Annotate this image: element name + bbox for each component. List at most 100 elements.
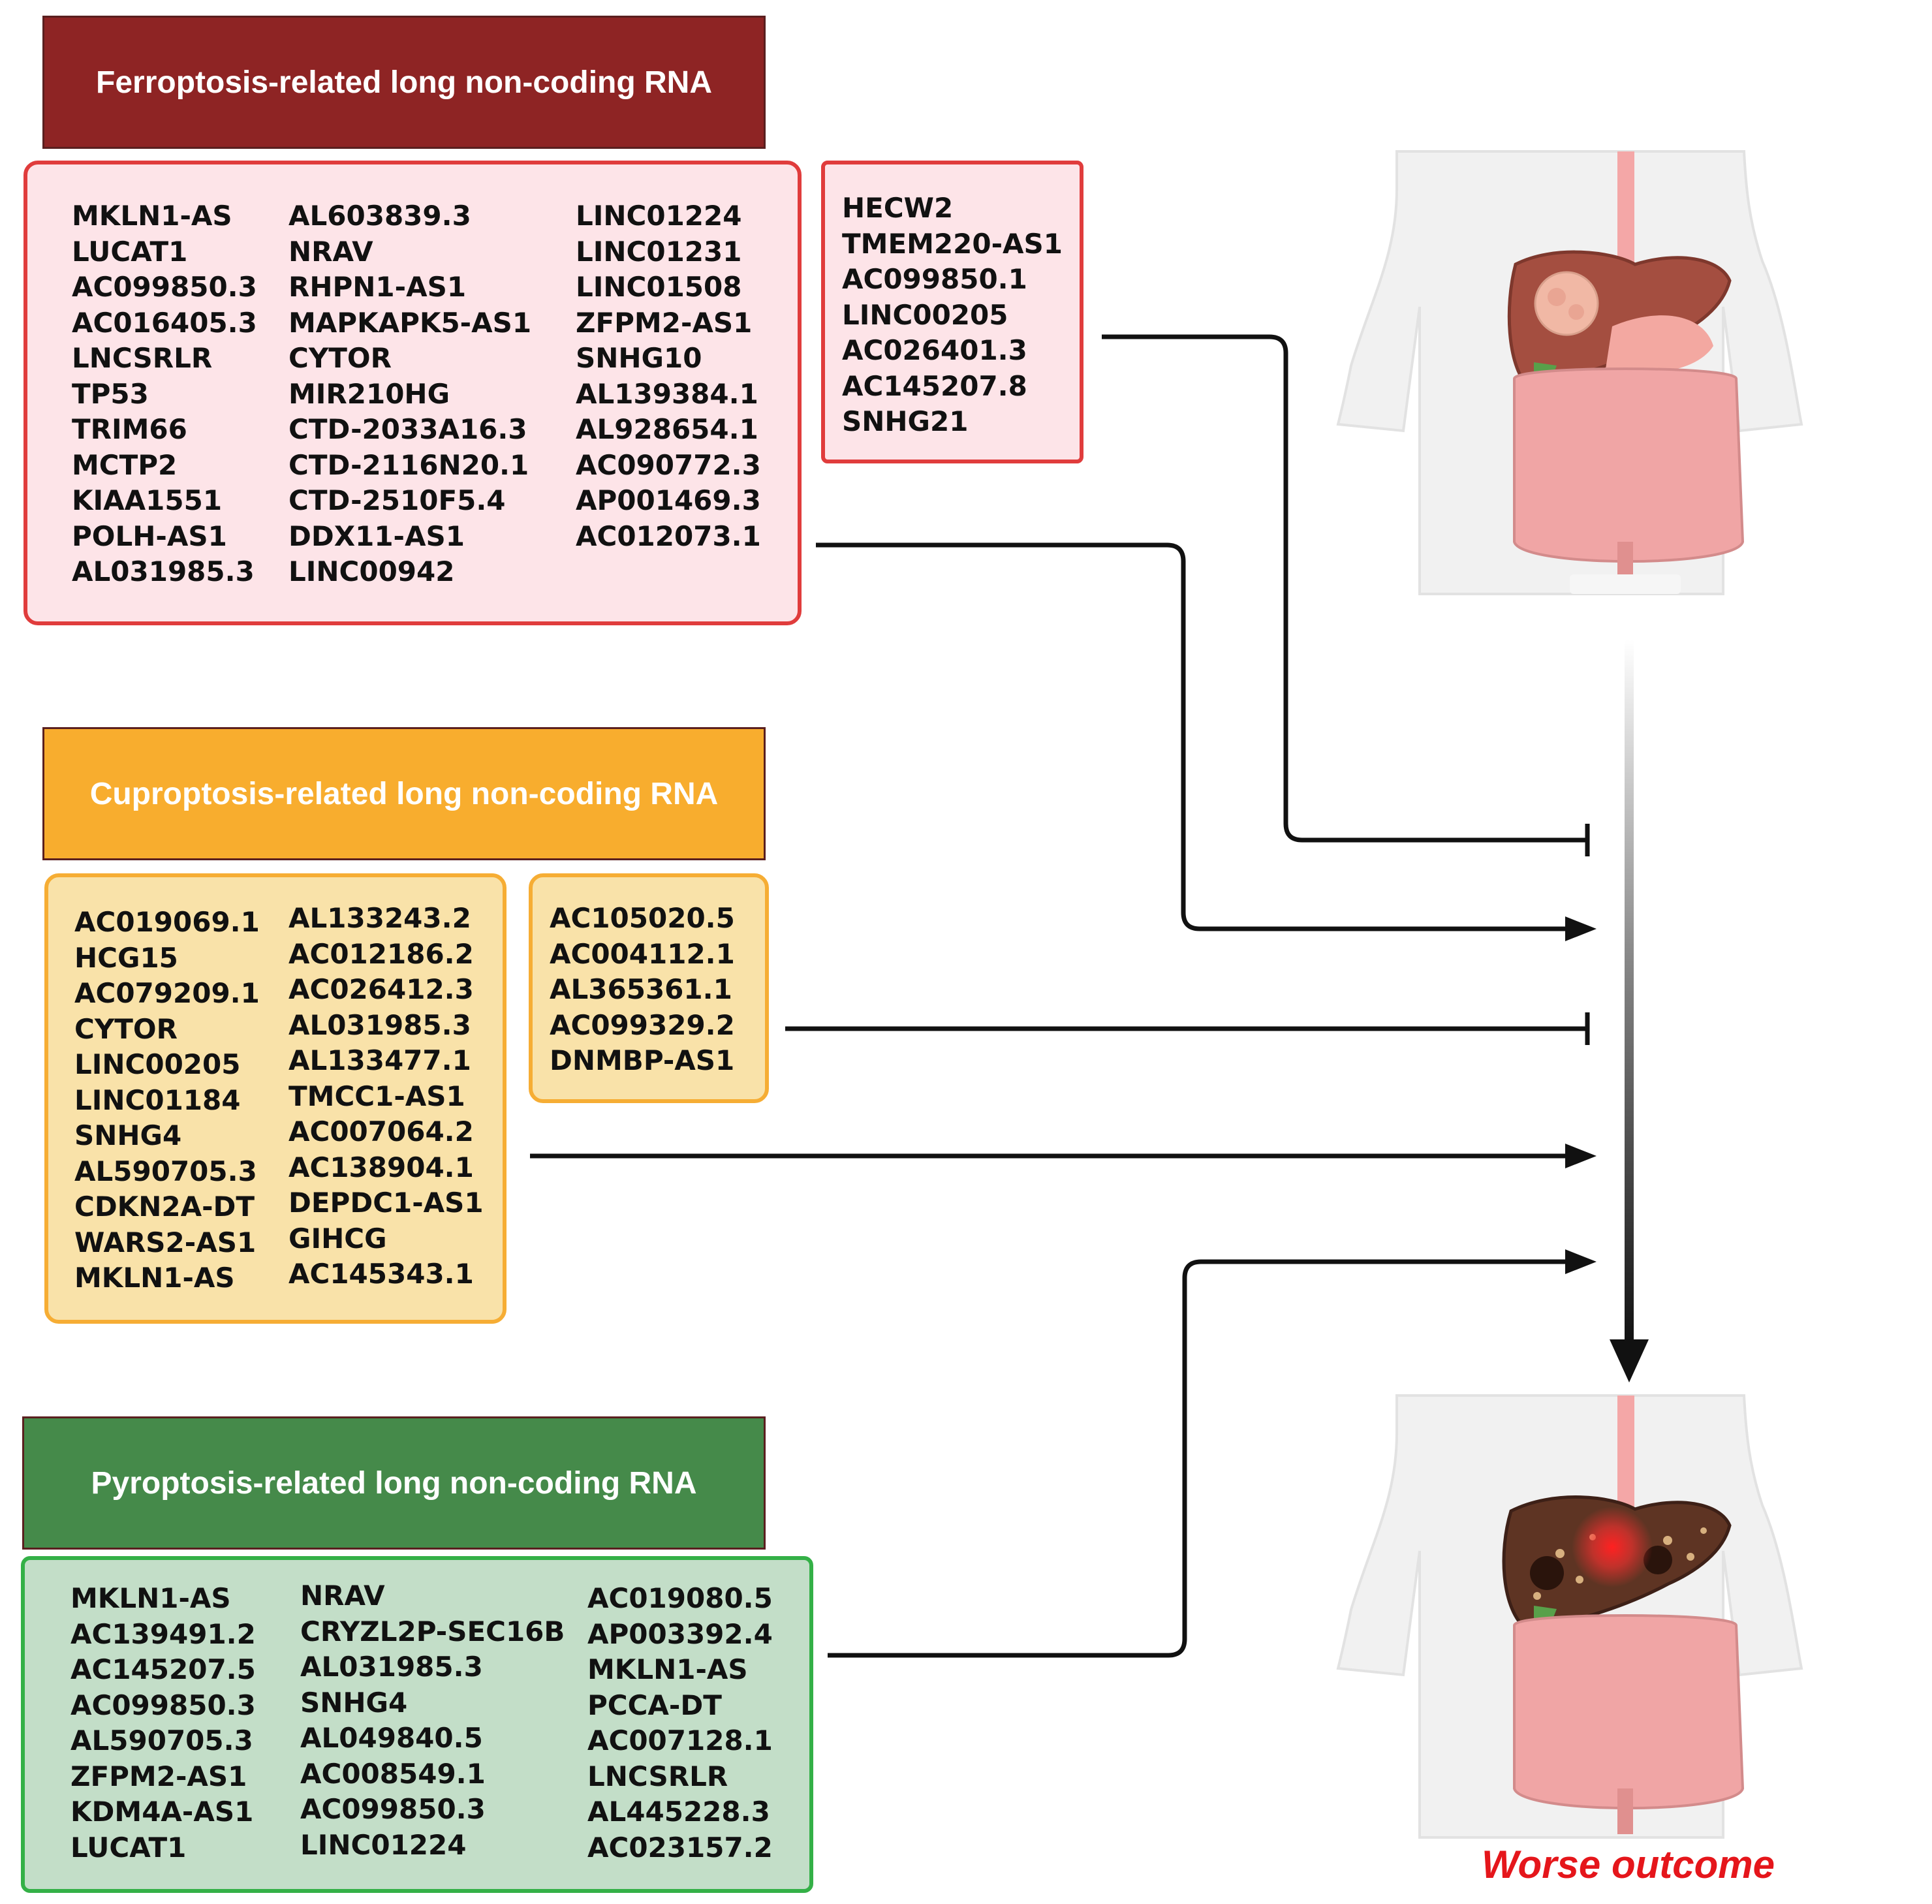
lncrna-label: AL603839.3 (288, 200, 471, 232)
lncrna-label: AL139384.1 (576, 377, 758, 410)
lncrna-label: LINC01224 (300, 1828, 467, 1861)
lncrna-label: AL031985.3 (288, 1008, 471, 1041)
lncrna-label: LUCAT1 (70, 1831, 187, 1864)
lncrna-label: AC138904.1 (288, 1151, 474, 1183)
lncrna-label: SNHG4 (74, 1119, 182, 1151)
progression-arrow (1610, 640, 1649, 1382)
connector-pyroptosis-promote (828, 1259, 1570, 1658)
worse-outcome-label: Worse outcome (1482, 1843, 1775, 1886)
lncrna-label: AC099850.3 (70, 1689, 256, 1721)
ferroptosis-col-3: LINC01224 LINC01231 LINC01508 ZFPM2-AS1 … (576, 198, 761, 554)
lncrna-label: CYTOR (288, 342, 392, 374)
pyroptosis-col-2: NRAV CRYZL2P-SEC16B AL031985.3 SNHG4 AL0… (300, 1578, 565, 1863)
lncrna-label: ZFPM2-AS1 (70, 1760, 247, 1792)
cuproptosis-main-box: AC019069.1 HCG15 AC079209.1 CYTOR LINC00… (44, 873, 506, 1324)
lncrna-label: MKLN1-AS (74, 1262, 235, 1294)
lncrna-label: DNMBP-AS1 (550, 1044, 735, 1076)
lncrna-label: AC099850.3 (300, 1793, 486, 1825)
arrowhead (1565, 916, 1597, 941)
lncrna-label: WARS2-AS1 (74, 1226, 257, 1258)
lncrna-label: AL590705.3 (74, 1155, 257, 1187)
lncrna-label: NRAV (300, 1580, 385, 1612)
lncrna-label: LINC00205 (74, 1048, 241, 1080)
lncrna-label: LINC00205 (842, 298, 1008, 331)
lncrna-label: AC105020.5 (550, 902, 735, 934)
lncrna-label: SNHG10 (576, 342, 702, 374)
lncrna-label: DDX11-AS1 (288, 520, 465, 552)
ferroptosis-header-label: Ferroptosis-related long non-coding RNA (96, 65, 712, 100)
healthy-body-icon (1336, 150, 1803, 595)
lncrna-label: MKLN1-AS (72, 200, 232, 232)
lncrna-label: AL928654.1 (576, 413, 758, 445)
pyroptosis-col-1: MKLN1-AS AC139491.2 AC145207.5 AC099850.… (70, 1581, 256, 1865)
lncrna-label: LINC01184 (74, 1084, 241, 1116)
pyroptosis-col-3: AC019080.5 AP003392.4 MKLN1-AS PCCA-DT A… (587, 1581, 773, 1865)
cuproptosis-side-box: AC105020.5 AC004112.1 AL365361.1 AC09932… (529, 873, 769, 1103)
cuproptosis-header-label: Cuproptosis-related long non-coding RNA (89, 776, 719, 811)
lncrna-label: NRAV (288, 235, 373, 268)
lncrna-label: AC007128.1 (587, 1725, 773, 1756)
ferroptosis-col-1: MKLN1-AS LUCAT1 AC099850.3 AC016405.3 LN… (72, 198, 257, 590)
lncrna-label: AL049840.5 (300, 1722, 483, 1754)
lncrna-label: AC019069.1 (74, 906, 260, 938)
lncrna-label: TP53 (72, 377, 149, 410)
lncrna-label: AC023157.2 (587, 1831, 773, 1864)
lncrna-label: HECW2 (842, 192, 954, 224)
pyroptosis-header-label: Pyroptosis-related long non-coding RNA (91, 1465, 697, 1501)
lncrna-label: AC026401.3 (842, 334, 1027, 366)
pyroptosis-main-box: MKLN1-AS AC139491.2 AC145207.5 AC099850.… (21, 1556, 813, 1893)
connector-ferroptosis-main-promote (816, 542, 1570, 931)
lncrna-label: AC012186.2 (288, 937, 474, 970)
lncrna-label: MCTP2 (72, 448, 178, 481)
lncrna-label: AL133243.2 (288, 902, 471, 934)
lncrna-label: AL031985.3 (72, 555, 255, 587)
lncrna-label: LINC00942 (288, 555, 455, 587)
lncrna-label: MKLN1-AS (70, 1582, 231, 1614)
connector-lines (530, 334, 1590, 1658)
lncrna-label: LUCAT1 (72, 235, 188, 268)
lncrna-label: CYTOR (74, 1012, 178, 1045)
lncrna-label: TMEM220-AS1 (842, 227, 1063, 260)
lncrna-label: HCG15 (74, 941, 178, 974)
lncrna-label: POLH-AS1 (72, 520, 227, 552)
cuproptosis-col-1: AC019069.1 HCG15 AC079209.1 CYTOR LINC00… (74, 905, 260, 1296)
lncrna-label: AC099850.1 (842, 263, 1027, 295)
lncrna-label: AC139491.2 (70, 1617, 256, 1650)
arrowhead (1565, 1249, 1597, 1274)
lncrna-label: GIHCG (288, 1222, 387, 1255)
lncrna-label: DEPDC1-AS1 (288, 1187, 484, 1219)
connector-ferroptosis-side-inhibit (1102, 334, 1587, 843)
lncrna-label: AC007064.2 (288, 1116, 474, 1147)
lncrna-label: CRYZL2P-SEC16B (300, 1615, 565, 1647)
lncrna-label: AP003392.4 (587, 1617, 773, 1650)
lncrna-label: AL031985.3 (300, 1651, 483, 1683)
lncrna-label: LINC01224 (576, 200, 742, 232)
ferroptosis-side-box: HECW2 TMEM220-AS1 AC099850.1 LINC00205 A… (821, 161, 1083, 463)
diseased-body-icon (1336, 1394, 1803, 1839)
lncrna-label: LINC01508 (576, 271, 742, 303)
lncrna-label: AC099329.2 (550, 1008, 735, 1041)
lncrna-label: AL133477.1 (288, 1044, 471, 1076)
lncrna-label: RHPN1-AS1 (288, 271, 467, 303)
lncrna-label: AC145207.5 (70, 1653, 256, 1685)
lncrna-label: AP001469.3 (576, 484, 761, 516)
cuproptosis-header: Cuproptosis-related long non-coding RNA (42, 727, 766, 860)
lncrna-label: CTD-2510F5.4 (288, 484, 506, 516)
lncrna-label: AL445228.3 (587, 1796, 770, 1828)
lncrna-label: KIAA1551 (72, 484, 223, 516)
lncrna-label: AL590705.3 (70, 1725, 253, 1756)
cuproptosis-side-col: AC105020.5 AC004112.1 AL365361.1 AC09932… (550, 901, 735, 1079)
lncrna-label: PCCA-DT (587, 1689, 722, 1721)
lncrna-label: AC145207.8 (842, 369, 1027, 402)
lncrna-label: MIR210HG (288, 377, 450, 410)
lncrna-label: ZFPM2-AS1 (576, 306, 753, 339)
ferroptosis-side-col: HECW2 TMEM220-AS1 AC099850.1 LINC00205 A… (842, 191, 1063, 440)
lncrna-label: KDM4A-AS1 (70, 1796, 254, 1828)
arrowhead (1565, 1144, 1597, 1168)
lncrna-label: MKLN1-AS (587, 1653, 748, 1685)
cuproptosis-col-2: AL133243.2 AC012186.2 AC026412.3 AL03198… (288, 901, 484, 1292)
lncrna-label: CTD-2033A16.3 (288, 413, 527, 445)
lncrna-label: AC019080.5 (587, 1582, 773, 1614)
pyroptosis-header: Pyroptosis-related long non-coding RNA (22, 1416, 766, 1550)
